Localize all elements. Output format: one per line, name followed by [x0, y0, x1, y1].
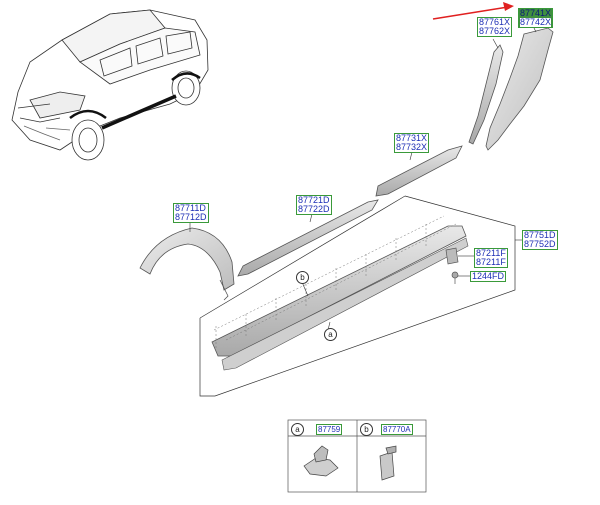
part-number: 87761X: [479, 17, 511, 27]
front-wheel-arch-part: [139, 227, 235, 291]
part-number: 87712D: [175, 212, 207, 222]
legend-clip-b-icon: [379, 445, 397, 481]
sill-assembly-box: [199, 195, 516, 397]
front-door-moulding-part: [237, 199, 379, 277]
callout-clip[interactable]: 87211F 87211F: [474, 248, 508, 268]
legend-part-b[interactable]: 87770A: [381, 424, 413, 435]
part-number: 87711D: [175, 203, 206, 213]
part-number: 87732X: [396, 142, 428, 152]
rear-wheel-arch-part: [485, 27, 554, 151]
callout-side-sill[interactable]: 87751D 87752D: [522, 230, 558, 250]
callout-front-wheel-arch[interactable]: 87711D 87712D: [173, 203, 209, 223]
part-number: 87211F: [476, 248, 506, 258]
side-sill-part: [211, 215, 469, 371]
part-number: 87752D: [524, 239, 556, 249]
part-number: 87722D: [298, 204, 330, 214]
legend-ref-b: b: [360, 423, 373, 436]
legend-part-a[interactable]: 87759: [316, 424, 343, 435]
part-number: 87731X: [396, 133, 428, 143]
clip-part: [445, 247, 459, 265]
part-number: 87211F: [476, 257, 506, 267]
part-number: 87741X: [520, 8, 552, 18]
highlight-arrow: [432, 2, 514, 20]
ref-circle-a: a: [324, 328, 337, 341]
part-number: 87742X: [520, 17, 552, 27]
vehicle-illustration: [11, 9, 209, 161]
part-number: 87751D: [524, 230, 556, 240]
part-number: 87762X: [479, 26, 511, 36]
leader-lines: [189, 27, 537, 331]
ref-circle-b: b: [296, 271, 309, 284]
legend-ref-a: a: [291, 423, 304, 436]
callout-front-door-moulding[interactable]: 87721D 87722D: [296, 195, 332, 215]
callout-rear-wheel-arch[interactable]: 87741X 87742X: [518, 8, 554, 28]
legend-clip-a-icon: [303, 445, 339, 477]
callout-screw[interactable]: 1244FD: [470, 271, 507, 282]
callout-rear-mudguard[interactable]: 87761X 87762X: [477, 17, 513, 37]
rear-mudguard-part: [468, 44, 504, 145]
rear-door-moulding-part: [375, 145, 463, 197]
part-number: 87721D: [298, 195, 330, 205]
callout-rear-door-moulding[interactable]: 87731X 87732X: [394, 133, 430, 153]
part-number: 1244FD: [472, 271, 505, 281]
screw-part: [451, 271, 459, 284]
